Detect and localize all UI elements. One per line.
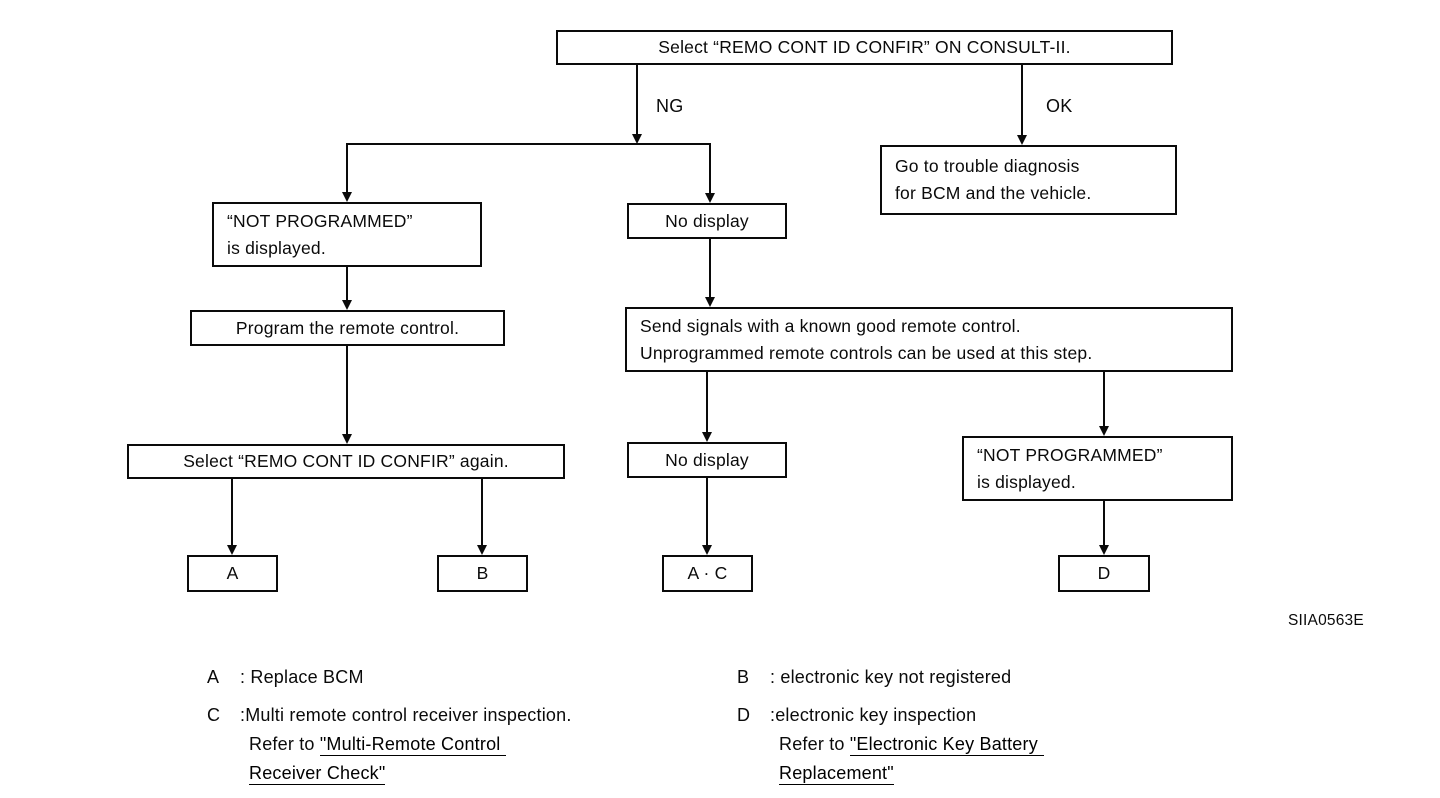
node-result-b: B xyxy=(437,555,528,592)
arrow-select-again-to-a xyxy=(227,479,237,555)
arrow-not-programmed-right-to-d xyxy=(1099,501,1109,555)
arrow-program-to-select-again xyxy=(342,346,352,444)
arrow-send-signals-to-no-display-2 xyxy=(702,372,712,442)
legend-letter-b: B xyxy=(737,667,750,687)
node-not-programmed-left: “NOT PROGRAMMED” is displayed. xyxy=(212,202,482,267)
legend-letter-d: D xyxy=(737,705,751,725)
arrow-split-to-no-display xyxy=(705,143,715,203)
node-select-again: Select “REMO CONT ID CONFIR” again. xyxy=(127,444,565,479)
arrow-no-display-2-to-ac xyxy=(702,478,712,555)
node-program-remote: Program the remote control. xyxy=(190,310,505,346)
figure-code: SIIA0563E xyxy=(1288,612,1364,629)
node-start: Select “REMO CONT ID CONFIR” ON CONSULT-… xyxy=(556,30,1173,65)
arrow-start-ok xyxy=(1017,65,1027,145)
legend-refer-prefix-c: Refer to xyxy=(249,734,320,754)
legend-letter-a: A xyxy=(207,667,220,687)
node-result-d: D xyxy=(1058,555,1150,592)
node-result-a: A xyxy=(187,555,278,592)
arrow-send-signals-to-not-programmed-right xyxy=(1099,372,1109,436)
arrow-no-display-to-send-signals xyxy=(705,239,715,307)
legend-text-d: :electronic key inspection xyxy=(770,705,977,725)
legend-text-a: : Replace BCM xyxy=(240,667,364,687)
legend-item-b: B : electronic key not registered xyxy=(737,663,1011,692)
legend-text-b: : electronic key not registered xyxy=(770,667,1012,687)
arrow-start-ng xyxy=(632,65,642,144)
arrow-split-to-not-programmed xyxy=(342,143,352,202)
connector-ng-split-bar xyxy=(347,143,711,145)
node-no-display-2: No display xyxy=(627,442,787,478)
branch-label-ng: NG xyxy=(656,96,684,116)
legend-text-c: :Multi remote control receiver inspectio… xyxy=(240,705,572,725)
branch-label-ok: OK xyxy=(1046,96,1073,116)
arrow-select-again-to-b xyxy=(477,479,487,555)
node-no-display-1: No display xyxy=(627,203,787,239)
legend-refer-prefix-d: Refer to xyxy=(779,734,850,754)
node-send-signals: Send signals with a known good remote co… xyxy=(625,307,1233,372)
node-ok-result: Go to trouble diagnosis for BCM and the … xyxy=(880,145,1177,215)
legend-letter-c: C xyxy=(207,705,221,725)
node-result-ac: A · C xyxy=(662,555,753,592)
node-not-programmed-right: “NOT PROGRAMMED” is displayed. xyxy=(962,436,1233,501)
legend-item-d: D :electronic key inspection Refer to "E… xyxy=(737,701,1044,788)
legend-item-a: A : Replace BCM xyxy=(207,663,364,692)
legend-item-c: C :Multi remote control receiver inspect… xyxy=(207,701,572,788)
arrow-not-programmed-to-program xyxy=(342,267,352,310)
